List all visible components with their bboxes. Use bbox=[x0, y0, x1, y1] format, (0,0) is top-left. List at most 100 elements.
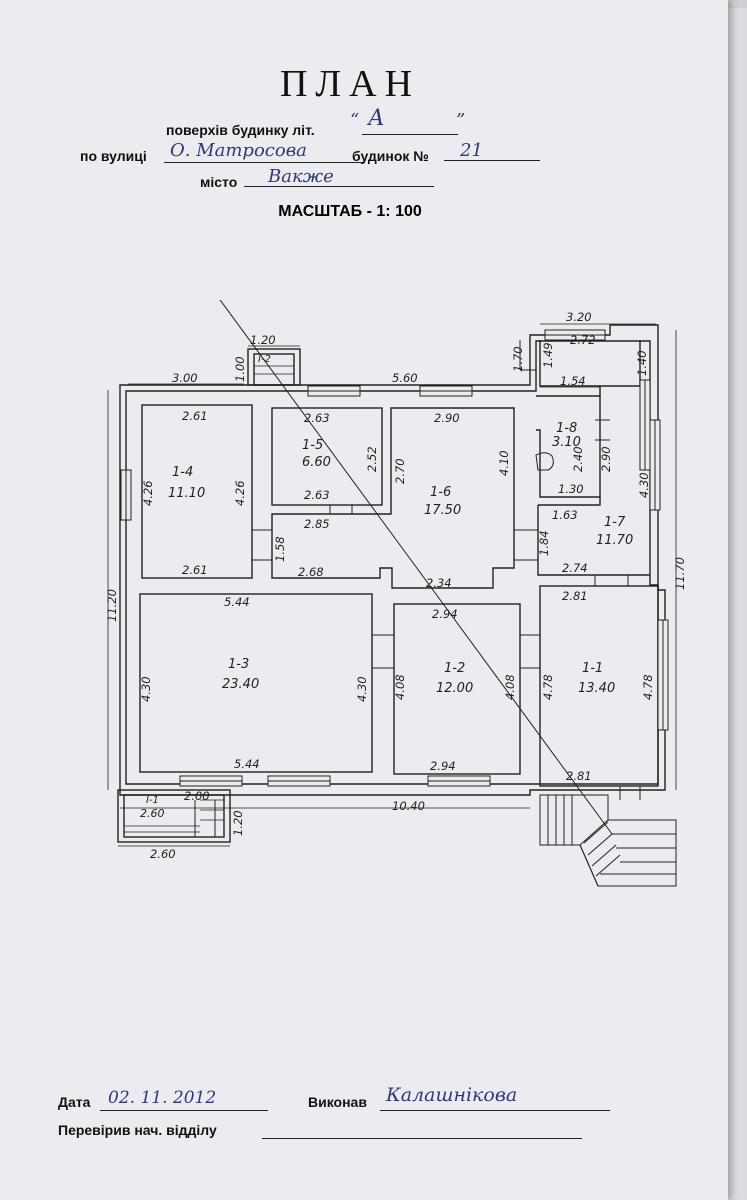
dim-10-40: 10.40 bbox=[392, 799, 425, 813]
executor-value: Калашнікова bbox=[386, 1084, 518, 1106]
window bbox=[427, 775, 491, 787]
dim-5-60: 5.60 bbox=[392, 371, 418, 385]
room-1-5-outline bbox=[271, 407, 383, 506]
dim-4-08-left: 4.08 bbox=[393, 674, 407, 700]
window bbox=[639, 379, 651, 471]
dim-4-78-left: 4.78 bbox=[541, 674, 555, 700]
porch-bottom-outline bbox=[117, 789, 231, 843]
dim-5-44-bottom: 5.44 bbox=[234, 757, 260, 771]
dim-2-40: 2.40 bbox=[571, 446, 585, 472]
dim-11-20: 11.20 bbox=[105, 589, 119, 622]
house-number-line bbox=[444, 144, 540, 161]
entrance-stairs bbox=[219, 300, 677, 887]
dim-5-44-top: 5.44 bbox=[224, 595, 250, 609]
dim-4-26-left: 4.26 bbox=[141, 480, 155, 506]
date-label: Дата bbox=[58, 1094, 91, 1110]
room-1-5-id: 1-5 bbox=[302, 438, 323, 453]
dim-2-63-top: 2.63 bbox=[304, 411, 330, 425]
dim-1-63: 1.63 bbox=[552, 508, 578, 522]
dim-1-70: 1.70 bbox=[511, 346, 525, 372]
dim-1-00: 1.00 bbox=[233, 356, 247, 382]
room-1-4-id: 1-4 bbox=[172, 465, 193, 480]
room-1-8-id: 1-8 bbox=[556, 421, 577, 436]
room-1-8-outline bbox=[536, 395, 601, 498]
city-value-line bbox=[244, 170, 434, 187]
dim-2-63-bottom: 2.63 bbox=[304, 488, 330, 502]
street-label: по вулиці bbox=[80, 148, 147, 164]
dim-2-94-top: 2.94 bbox=[432, 607, 458, 621]
room-1-1-area: 13.40 bbox=[578, 681, 615, 696]
dim-2-74: 2.74 bbox=[562, 561, 588, 575]
porch-bottom-area: 2.60 bbox=[140, 807, 165, 820]
checked-by-line bbox=[262, 1120, 582, 1139]
plan-labels: 1-4 11.10 1-5 6.60 1-6 17.50 1-8 3.10 1-… bbox=[105, 310, 687, 861]
dim-4-10: 4.10 bbox=[497, 450, 511, 476]
dim-2-90-b: 2.90 bbox=[599, 446, 613, 472]
dim-3-20: 3.20 bbox=[566, 310, 592, 324]
dim-2-52: 2.52 bbox=[365, 446, 379, 472]
floors-value: А bbox=[368, 106, 385, 131]
window bbox=[179, 775, 243, 787]
dimension-lines bbox=[107, 323, 677, 847]
room-1-4-outline bbox=[141, 404, 253, 579]
dim-1-54: 1.54 bbox=[560, 374, 586, 388]
date-value: 02. 11. 2012 bbox=[108, 1088, 217, 1108]
room-1-2-outline bbox=[393, 603, 521, 775]
room-1-3-outline bbox=[139, 593, 373, 773]
dim-1-58: 1.58 bbox=[273, 536, 287, 562]
checked-by-label: Перевірив нач. відділу bbox=[58, 1122, 217, 1138]
dim-4-30-mid: 4.30 bbox=[355, 676, 369, 702]
city-label: місто bbox=[200, 174, 238, 190]
dim-2-72: 2.72 bbox=[570, 333, 596, 347]
floors-quote-close: ” bbox=[456, 110, 466, 131]
scale-label: МАСШТАБ - 1: 100 bbox=[278, 203, 422, 220]
window bbox=[307, 385, 361, 397]
dim-4-08-right: 4.08 bbox=[503, 674, 517, 700]
room-1-7-outline bbox=[537, 497, 650, 576]
date-line bbox=[100, 1092, 268, 1111]
dim-2-61-top: 2.61 bbox=[182, 409, 208, 423]
executor-line bbox=[380, 1092, 610, 1111]
room-1-4-area: 11.10 bbox=[168, 486, 205, 501]
dim-4-78-right: 4.78 bbox=[641, 674, 655, 700]
street-value-line bbox=[164, 144, 364, 163]
dim-2-94-bottom: 2.94 bbox=[430, 759, 456, 773]
window bbox=[120, 469, 132, 521]
city-value: Вакже bbox=[268, 166, 334, 187]
house-number-value: 21 bbox=[460, 140, 483, 161]
dim-1-20: 1.20 bbox=[250, 333, 276, 347]
doors bbox=[194, 340, 641, 837]
room-1-3-area: 23.40 bbox=[222, 677, 259, 692]
floor-plan bbox=[117, 300, 677, 887]
window bbox=[544, 329, 606, 341]
dim-1-30: 1.30 bbox=[558, 482, 584, 496]
floors-quote-open: “ bbox=[350, 110, 360, 131]
dim-11-70: 11.70 bbox=[673, 557, 687, 590]
room-1-2-id: 1-2 bbox=[444, 661, 465, 676]
window bbox=[267, 775, 331, 787]
room-1-7-area: 11.70 bbox=[596, 533, 633, 548]
dim-4-30-left: 4.30 bbox=[139, 676, 153, 702]
room-1-2-area: 12.00 bbox=[436, 681, 473, 696]
windows bbox=[120, 329, 669, 787]
top-porch-steps bbox=[254, 365, 294, 375]
window bbox=[419, 385, 473, 397]
room-1-1-id: 1-1 bbox=[582, 661, 603, 676]
room-1-5-area: 6.60 bbox=[302, 455, 331, 470]
dim-1-20-porch: 1.20 bbox=[231, 810, 245, 836]
dim-2-70: 2.70 bbox=[393, 458, 407, 484]
window bbox=[657, 619, 669, 731]
dim-2-81-bottom: 2.81 bbox=[566, 769, 592, 783]
porch-bottom-inner bbox=[123, 794, 225, 838]
room-1-8-area: 3.10 bbox=[552, 435, 581, 450]
room-1-3-id: 1-3 bbox=[228, 657, 249, 672]
dim-1-40: 1.40 bbox=[635, 350, 649, 376]
dim-2-34: 2.34 bbox=[426, 576, 452, 590]
dim-2-68: 2.68 bbox=[298, 565, 324, 579]
dim-2-81-top: 2.81 bbox=[562, 589, 588, 603]
dim-2-61-bottom: 2.61 bbox=[182, 563, 208, 577]
dim-2-90: 2.90 bbox=[434, 411, 460, 425]
document-sheet: ПЛАН поверхів будинку літ. “ А ” по вули… bbox=[0, 0, 728, 1200]
room-1-6-area: 17.50 bbox=[424, 503, 461, 518]
dim-2-60: 2.60 bbox=[150, 847, 176, 861]
